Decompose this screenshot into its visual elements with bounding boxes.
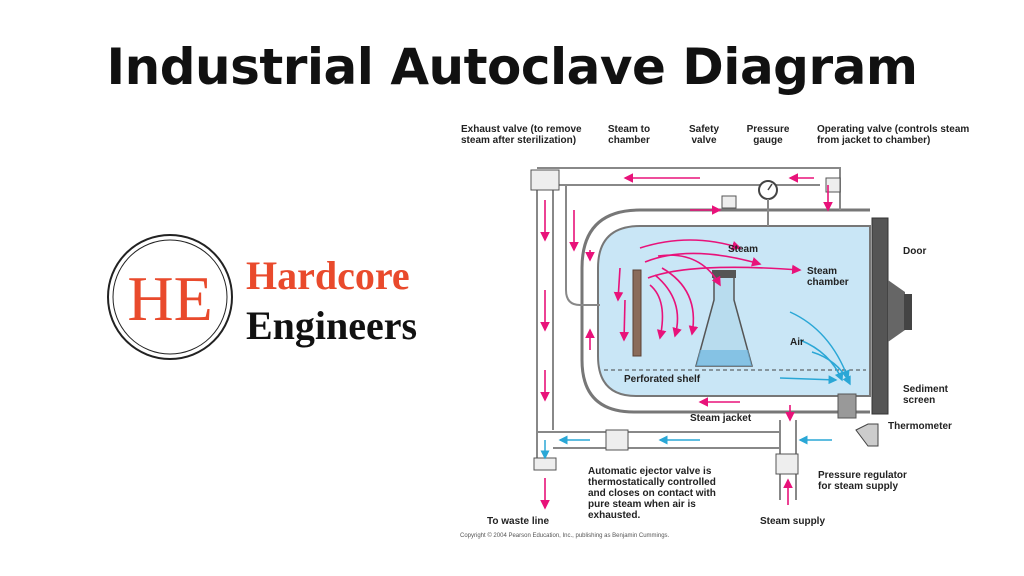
sediment-screen-icon bbox=[837, 393, 857, 419]
label-thermometer: Thermometer bbox=[888, 421, 952, 432]
exhaust-valve-icon bbox=[530, 169, 560, 191]
label-steam: Steam bbox=[728, 244, 759, 255]
steam-jacket-outer bbox=[580, 208, 870, 414]
steam-to-chamber-pipe bbox=[565, 185, 600, 306]
logo-emblem: HE bbox=[105, 232, 235, 367]
page-title: Industrial Autoclave Diagram bbox=[106, 38, 918, 96]
label-air: Air bbox=[790, 337, 804, 348]
logo-monogram: HE bbox=[127, 263, 212, 334]
door-icon bbox=[871, 217, 889, 415]
logo-text-engineers: Engineers bbox=[246, 303, 418, 348]
operating-valve-icon bbox=[825, 177, 841, 193]
label-exhaust-valve: Exhaust valve (to remove steam after ste… bbox=[461, 124, 582, 146]
operating-valve-pipe bbox=[820, 167, 841, 210]
thermometer-icon bbox=[855, 423, 879, 447]
label-pressure-gauge: Pressure gauge bbox=[746, 124, 790, 146]
label-door: Door bbox=[903, 246, 927, 257]
label-steam-supply: Steam supply bbox=[760, 516, 826, 527]
label-perforated-shelf: Perforated shelf bbox=[624, 374, 701, 385]
label-operating-valve: Operating valve (controls steam from jac… bbox=[817, 124, 970, 146]
label-ejector-valve: Automatic ejector valve is thermostatica… bbox=[588, 466, 716, 521]
label-sediment-screen: Sediment screen bbox=[903, 384, 949, 406]
label-steam-chamber: Steam chamber bbox=[807, 266, 849, 288]
label-steam-jacket: Steam jacket bbox=[690, 413, 752, 424]
waste-trap-icon bbox=[533, 457, 557, 471]
regulator-valve-icon bbox=[775, 453, 799, 475]
baffle-plate bbox=[632, 269, 642, 357]
label-pressure-regulator: Pressure regulator for steam supply bbox=[818, 470, 907, 492]
copyright-note: Copyright © 2004 Pearson Education, Inc.… bbox=[460, 533, 670, 539]
logo-text-hardcore: Hardcore bbox=[246, 253, 410, 298]
label-steam-to-chamber: Steam to chamber bbox=[607, 124, 651, 146]
label-waste-line: To waste line bbox=[487, 516, 550, 527]
label-safety-valve: Safety valve bbox=[688, 124, 719, 146]
ejector-valve-icon bbox=[605, 429, 629, 451]
safety-valve-icon bbox=[721, 195, 737, 209]
